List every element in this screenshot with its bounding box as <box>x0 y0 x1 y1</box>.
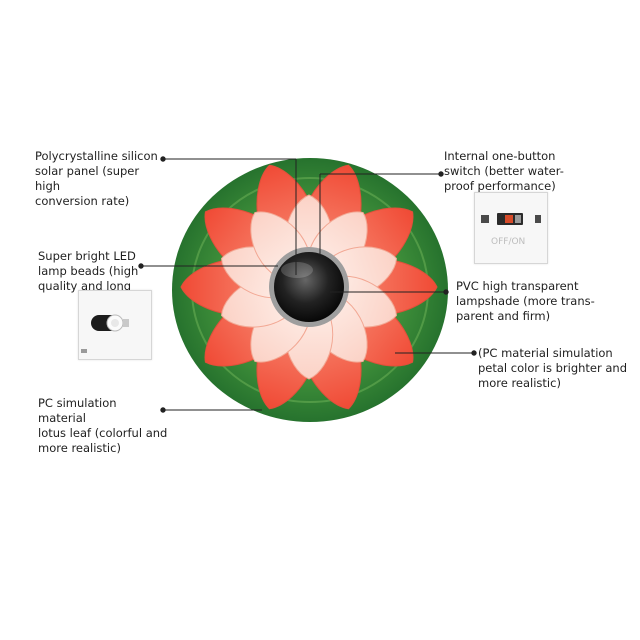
led-inset <box>78 290 152 360</box>
switch-marking: OFF/ON <box>491 237 526 247</box>
callout-switch: Internal one-button switch (better water… <box>444 149 564 193</box>
switch-inset: OFF/ON <box>474 192 548 264</box>
callout-leaf: PC simulation material lotus leaf (color… <box>38 396 168 455</box>
callout-lampshade: PVC high transparent lampshade (more tra… <box>456 279 595 323</box>
callout-lines <box>138 156 477 413</box>
switch-icon <box>475 193 547 263</box>
solar-panel <box>269 247 349 327</box>
led-bead-icon <box>79 291 151 359</box>
callout-led: Super bright LED lamp beads (high qualit… <box>38 249 139 293</box>
callout-petal: (PC material simulation petal color is b… <box>478 346 628 390</box>
callout-solar-panel: Polycrystalline silicon solar panel (sup… <box>35 149 158 208</box>
